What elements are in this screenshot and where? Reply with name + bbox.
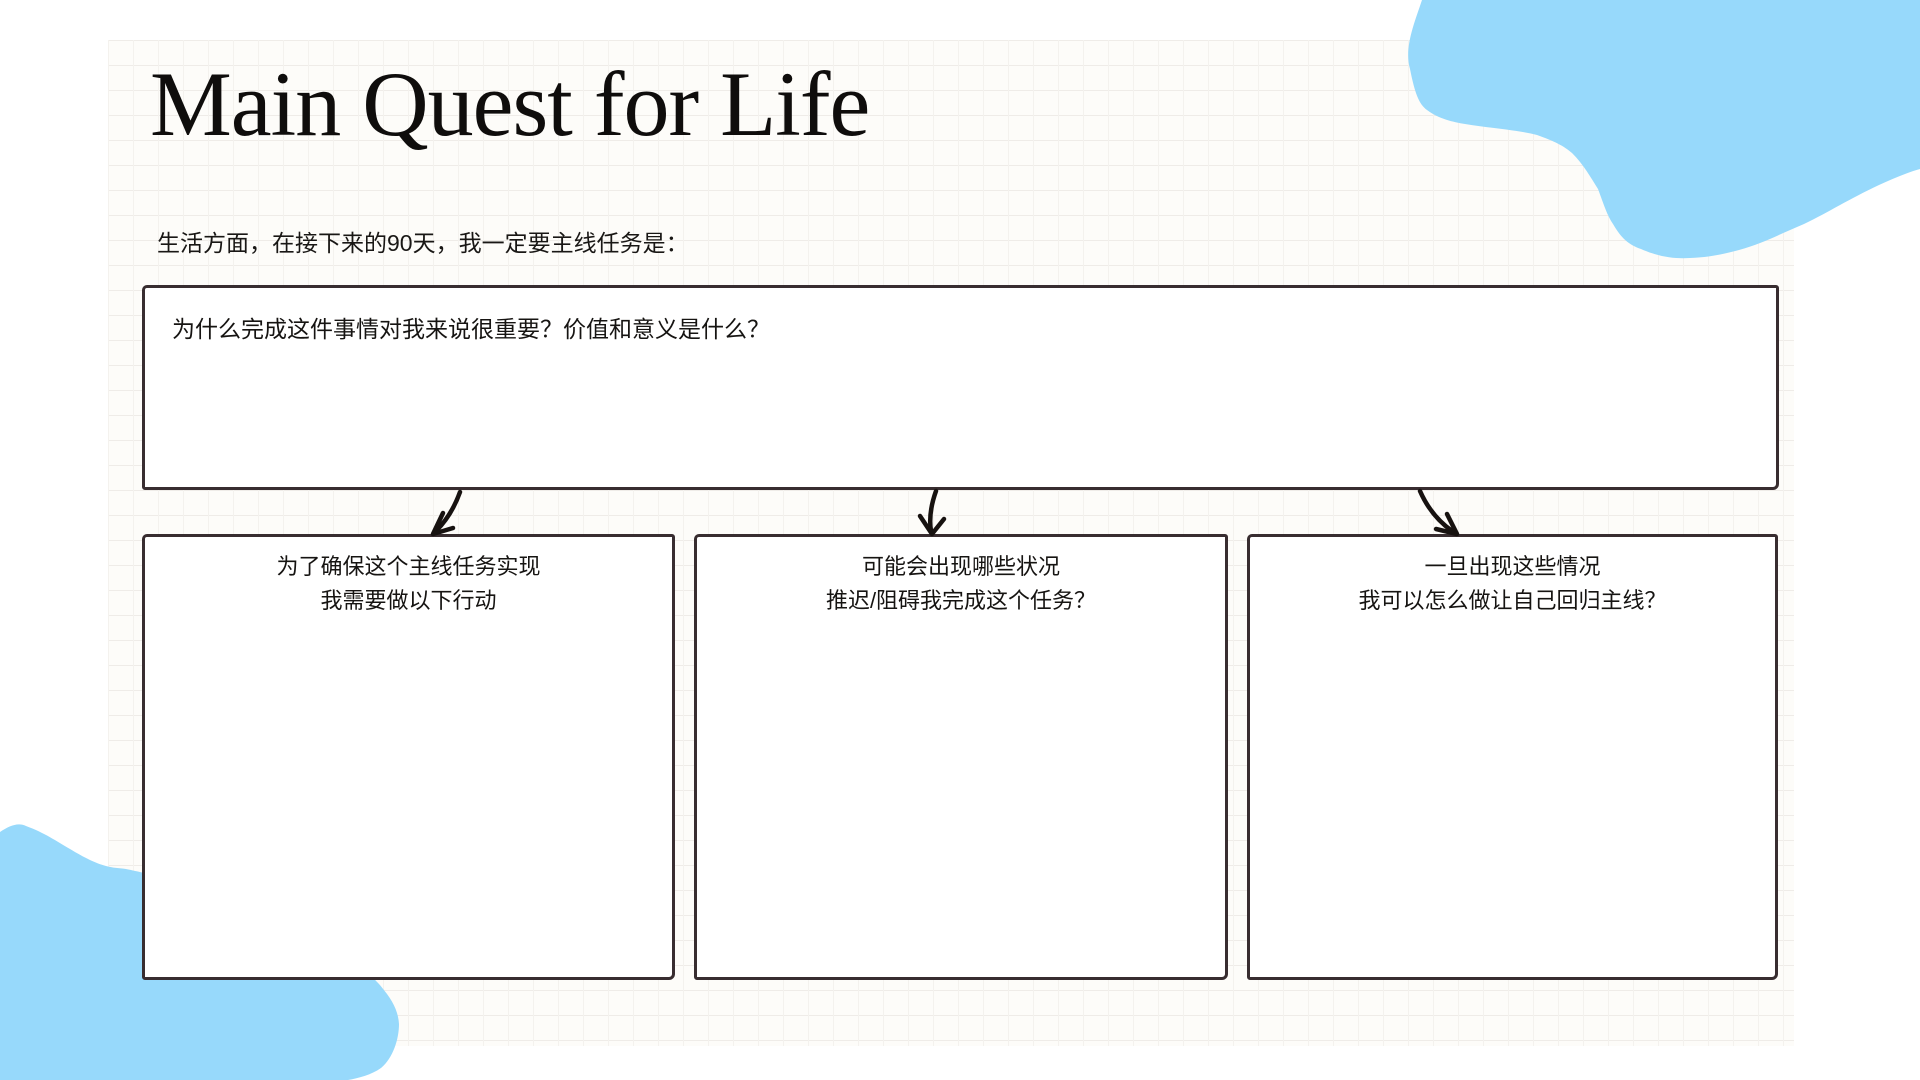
heading-line: 一旦出现这些情况	[1424, 554, 1601, 579]
main-quest-box[interactable]: 为什么完成这件事情对我来说很重要？价值和意义是什么？	[142, 285, 1779, 490]
heading-line: 为了确保这个主线任务实现	[276, 554, 541, 579]
main-quest-question: 为什么完成这件事情对我来说很重要？价值和意义是什么？	[172, 316, 770, 342]
page-title: Main Quest for Life	[150, 53, 870, 155]
recovery-box[interactable]: 一旦出现这些情况 我可以怎么做让自己回归主线？	[1247, 534, 1778, 980]
page-subtitle: 生活方面，在接下来的90天，我一定要主线任务是：	[157, 230, 689, 256]
heading-line: 推迟/阻碍我完成这个任务？	[825, 588, 1097, 613]
obstacles-box-heading: 可能会出现哪些状况 推迟/阻碍我完成这个任务？	[697, 537, 1225, 618]
obstacles-box[interactable]: 可能会出现哪些状况 推迟/阻碍我完成这个任务？	[694, 534, 1228, 980]
heading-line: 可能会出现哪些状况	[861, 554, 1060, 579]
actions-box-heading: 为了确保这个主线任务实现 我需要做以下行动	[145, 537, 672, 618]
heading-line: 我需要做以下行动	[320, 588, 497, 613]
recovery-box-heading: 一旦出现这些情况 我可以怎么做让自己回归主线？	[1250, 537, 1775, 618]
heading-line: 我可以怎么做让自己回归主线？	[1358, 588, 1667, 613]
actions-box[interactable]: 为了确保这个主线任务实现 我需要做以下行动	[142, 534, 675, 980]
blob-shape	[1408, 0, 1920, 259]
blue-blob-top-right-decoration	[1408, 0, 1920, 259]
